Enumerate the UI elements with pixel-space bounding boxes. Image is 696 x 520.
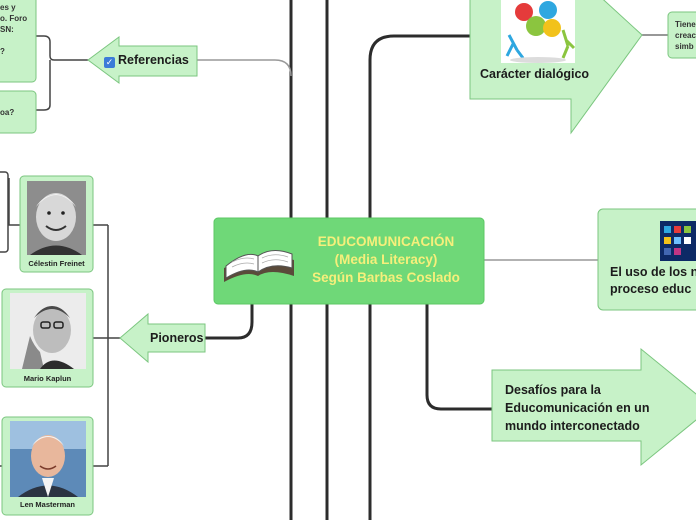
referencias-note-1-box[interactable] xyxy=(0,0,37,83)
referencias-branch-lines xyxy=(36,35,88,111)
uso-label-line-2: proceso educ xyxy=(610,282,692,296)
referencias-note-1-text: es y o. Foro SN: ? xyxy=(0,2,34,57)
freinet-side-box xyxy=(0,171,9,253)
note1-line-1: es y xyxy=(0,3,16,12)
masterman-portrait-icon xyxy=(10,421,86,497)
dialogico-note-text: Tiene creac simb xyxy=(675,19,696,52)
central-node[interactable] xyxy=(213,217,485,305)
uso-label: El uso de los n proceso educ xyxy=(610,264,696,298)
pioneros-label: Pioneros xyxy=(150,331,204,345)
note1-line-4: ? xyxy=(0,47,5,56)
connector-lines xyxy=(0,0,668,520)
dialogico-note-box[interactable] xyxy=(667,11,696,59)
desafios-label-line-1: Desafíos para la xyxy=(505,383,601,397)
dialogico-note-line-3: simb xyxy=(675,42,694,51)
note1-line-2: o. Foro xyxy=(0,14,28,23)
dialogico-note-line-2: creac xyxy=(675,31,696,40)
open-book-icon xyxy=(224,250,294,282)
dialogico-note-line-1: Tiene xyxy=(675,20,696,29)
central-title-line-2: (Media Literacy) xyxy=(334,252,438,267)
central-title: EDUCOMUNICACIÓN (Media Literacy) Según B… xyxy=(290,233,482,287)
desafios-connector xyxy=(425,304,492,411)
checkbox-checked-icon[interactable]: ✓ xyxy=(104,57,115,68)
referencias-note-2-text: oa? xyxy=(0,108,15,117)
referencias-label-wrap[interactable]: ✓Referencias xyxy=(104,53,189,68)
puzzle-people-icon xyxy=(501,0,576,63)
uso-label-line-1: El uso de los n xyxy=(610,265,696,279)
pioneros-node[interactable] xyxy=(119,312,206,364)
pioneers-branch-lines xyxy=(93,224,120,467)
central-title-line-1: EDUCOMUNICACIÓN xyxy=(317,234,455,249)
masterman-caption: Len Masterman xyxy=(19,500,76,509)
freinet-caption: Célestin Freinet xyxy=(28,259,85,268)
referencias-node[interactable] xyxy=(87,36,198,84)
desafios-label-line-3: mundo interconectado xyxy=(505,419,640,433)
desafios-label-line-2: Educomunicación en un xyxy=(505,401,650,415)
desafios-label: Desafíos para la Educomunicación en un m… xyxy=(505,381,649,435)
kaplun-caption: Mario Kaplun xyxy=(23,374,72,383)
desafios-node[interactable] xyxy=(491,347,696,467)
referencias-label: Referencias xyxy=(118,53,189,67)
dialogico-label: Carácter dialógico xyxy=(480,67,590,81)
pioneros-connector xyxy=(205,304,254,340)
right-trunk-line xyxy=(368,34,470,520)
kaplun-portrait-icon xyxy=(10,293,86,369)
central-title-line-3: Según Barbas Coslado xyxy=(312,270,460,285)
referencias-note-2-box[interactable] xyxy=(0,90,37,134)
freinet-left-line xyxy=(8,178,20,226)
referencias-connector xyxy=(197,59,292,77)
note1-line-3: SN: xyxy=(0,25,14,34)
tablet-apps-icon xyxy=(660,221,696,261)
freinet-portrait-icon xyxy=(27,181,86,255)
